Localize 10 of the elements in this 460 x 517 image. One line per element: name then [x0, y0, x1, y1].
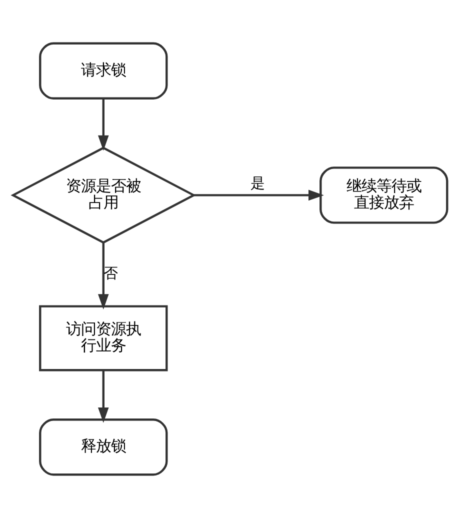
node-box: 请求锁 [39, 42, 168, 99]
node-box: 释放锁 [39, 418, 168, 476]
arrow [98, 98, 109, 150]
edge-label: 是 [250, 175, 264, 192]
arrow [98, 370, 109, 422]
arrow [98, 242, 109, 310]
node-box: 访问资源执行业务 [39, 304, 168, 371]
node-diamond: 资源是否被占用 [10, 146, 196, 244]
arrow [194, 189, 324, 200]
node-box: 继续等待或直接放弃 [320, 166, 448, 224]
